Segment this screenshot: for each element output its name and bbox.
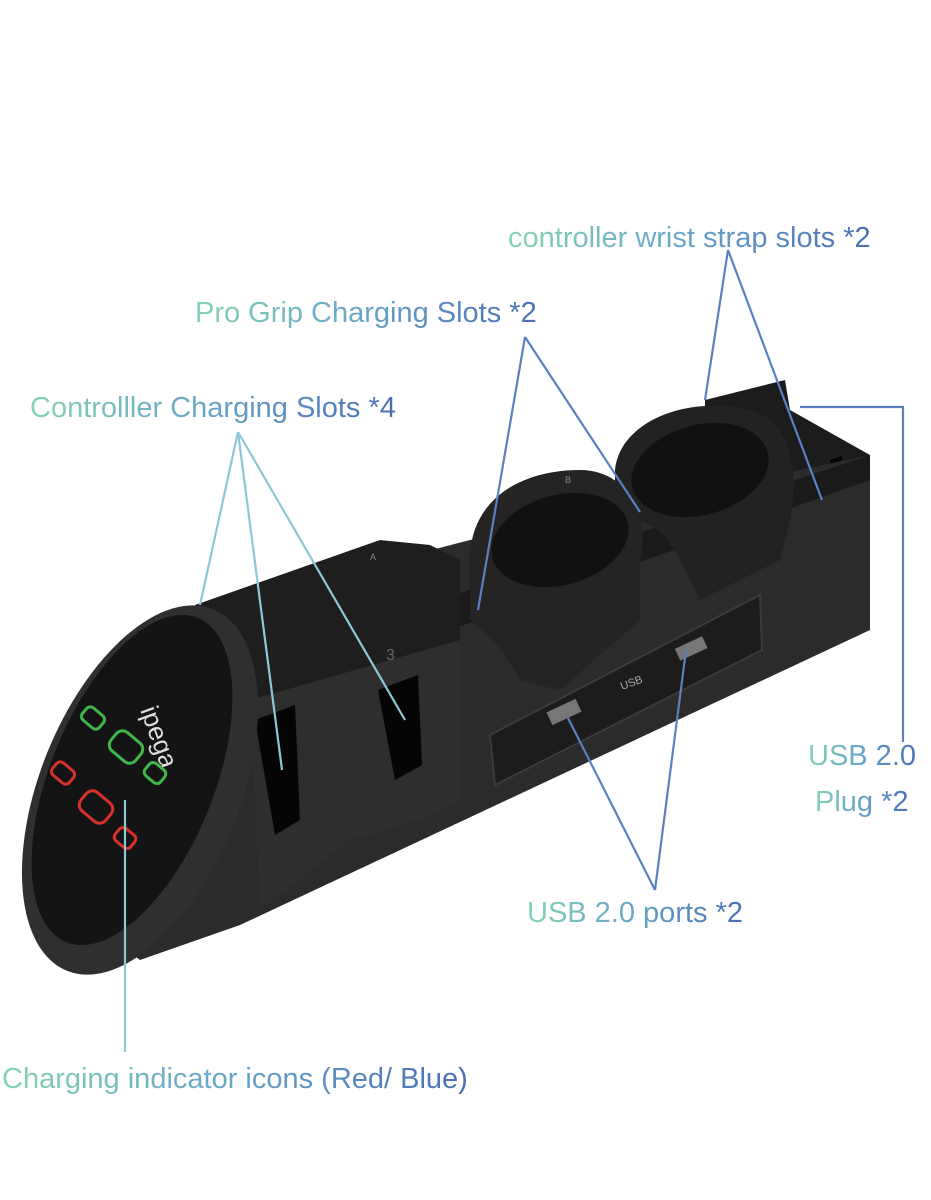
indicator-icons-green xyxy=(79,705,168,786)
indicator-callout: Charging indicator icons (Red/ Blue) xyxy=(2,1063,468,1095)
callout-lines-blue xyxy=(476,249,905,891)
gamepad-icon xyxy=(77,789,115,825)
controller-slot xyxy=(378,675,422,780)
usb-plug-callout-line1: USB 2.0 xyxy=(808,740,916,772)
usb-port xyxy=(546,698,582,726)
controller-slots-callout: Controlller Charging Slots *4 xyxy=(30,392,396,424)
joycon-icon xyxy=(112,825,138,851)
usb-plug-callout-line2: Plug *2 xyxy=(815,786,909,818)
pro-grip-cradle-1-cup xyxy=(491,492,629,588)
indicator-icons-red xyxy=(49,760,138,851)
joycon-icon xyxy=(142,760,168,786)
cradle-letter: B xyxy=(565,475,571,485)
usb-port xyxy=(674,636,708,661)
controller-slot xyxy=(255,705,300,835)
callout-lines-controller xyxy=(123,431,406,1052)
usb-ports-callout: USB 2.0 ports *2 xyxy=(527,897,743,929)
joycon-icon xyxy=(79,705,107,731)
wrist-strap-callout: controller wrist strap slots *2 xyxy=(508,222,871,254)
gamepad-icon xyxy=(107,729,145,765)
pro-grip-cradle-2-cup xyxy=(631,422,769,518)
cradle-letter: A xyxy=(370,552,376,562)
slot-number: 3 xyxy=(386,647,395,664)
indicator-panel xyxy=(31,614,233,946)
joycon-icon xyxy=(49,760,77,786)
pro-grip-callout: Pro Grip Charging Slots *2 xyxy=(195,297,537,329)
